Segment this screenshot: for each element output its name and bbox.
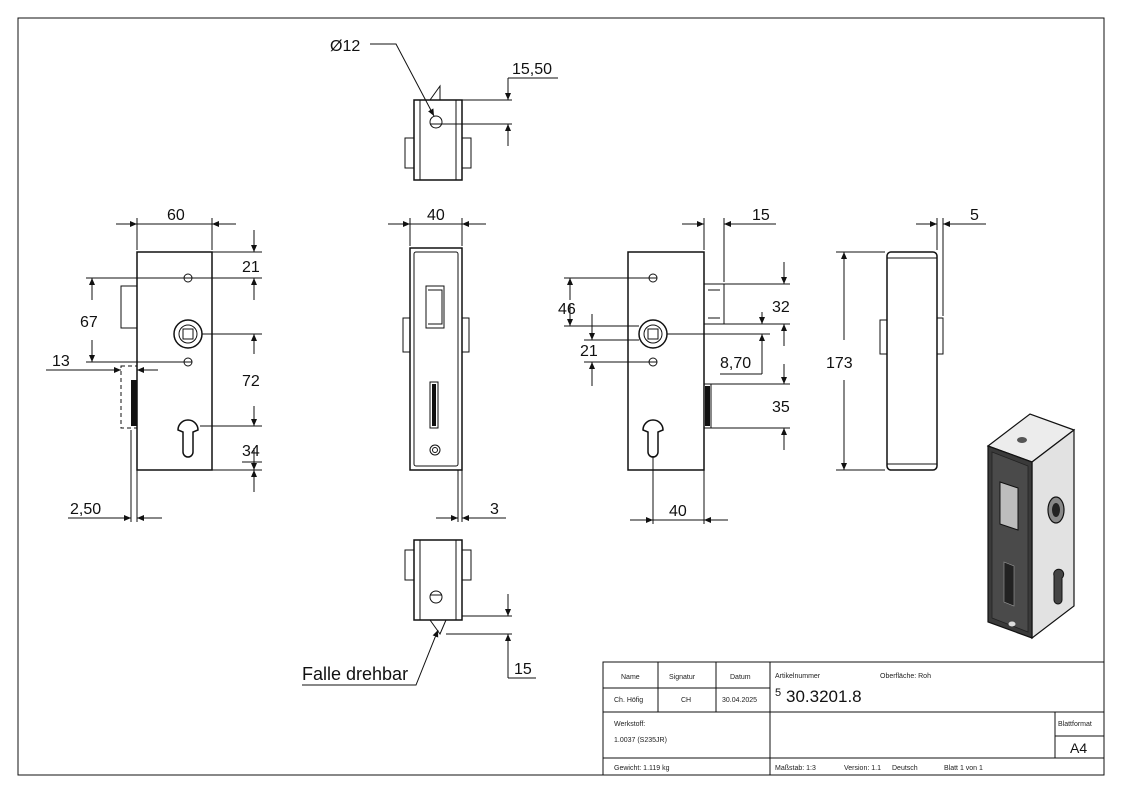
bottom-view: Falle drehbar 15 [302, 539, 536, 686]
tb-werkstoff: 1.0037 (S235JR) [614, 737, 667, 744]
sheet-border [17, 17, 1105, 776]
tb-header-datum: Datum [730, 674, 751, 681]
dim-bottom-15: 15 [514, 661, 532, 678]
dim-left-72: 72 [242, 373, 260, 390]
tb-werkstoff-label: Werkstoff: [614, 721, 645, 728]
dim-side-5: 5 [970, 207, 979, 224]
tb-blattformat-label: Blattformat [1058, 721, 1092, 728]
dim-side-173: 173 [826, 355, 853, 372]
dim-left-21: 21 [242, 259, 260, 276]
dim-right-40: 40 [669, 503, 687, 520]
isometric-view [986, 413, 1076, 640]
dim-top-dia: Ø12 [330, 38, 360, 55]
tb-gewicht: Gewicht: 1.119 kg [614, 765, 670, 772]
tb-artikel-prefix: 5 [775, 687, 781, 699]
dim-mid-3: 3 [490, 501, 499, 518]
dim-left-13: 13 [52, 353, 70, 370]
dim-right-46: 46 [558, 301, 576, 318]
right-front-view: 15 46 21 32 8,70 35 4 [558, 207, 790, 524]
tb-name: Ch. Höfig [614, 697, 643, 704]
tb-signatur: CH [681, 697, 691, 704]
dim-left-34: 34 [242, 443, 260, 460]
dim-right-15: 15 [752, 207, 770, 224]
tb-blatt: Blatt 1 von 1 [944, 765, 983, 772]
tb-version: Version: 1.1 [844, 765, 881, 772]
tb-header-signatur: Signatur [669, 674, 696, 681]
tb-header-name: Name [621, 674, 640, 681]
dim-top-h: 15,50 [512, 61, 552, 78]
top-view: Ø12 15,50 [330, 38, 558, 181]
tb-massstab: Maßstab: 1:3 [775, 765, 816, 772]
side-view: 5 173 [826, 207, 986, 471]
dim-right-35: 35 [772, 399, 790, 416]
middle-front-view: 40 3 [388, 207, 506, 522]
tb-sprache: Deutsch [892, 765, 918, 772]
dim-left-67: 67 [80, 314, 98, 331]
tb-datum: 30.04.2025 [722, 697, 757, 704]
tb-blattformat: A4 [1070, 740, 1087, 756]
tb-artikel-nr: 30.3201.8 [786, 687, 862, 706]
dim-right-32: 32 [772, 299, 790, 316]
dim-right-870: 8,70 [720, 355, 751, 372]
tb-artikel-label: Artikelnummer [775, 673, 821, 680]
callout-falle: Falle drehbar [302, 664, 408, 684]
dim-mid-w: 40 [427, 207, 445, 224]
dim-right-21: 21 [580, 343, 598, 360]
dim-left-250: 2,50 [70, 501, 101, 518]
left-front-view: 60 21 67 13 72 34 2,50 [46, 207, 262, 522]
dim-left-w: 60 [167, 207, 185, 224]
title-block: Name Signatur Datum Ch. Höfig CH 30.04.2… [602, 661, 1105, 776]
tb-oberflaeche: Oberfläche: Roh [880, 673, 931, 680]
